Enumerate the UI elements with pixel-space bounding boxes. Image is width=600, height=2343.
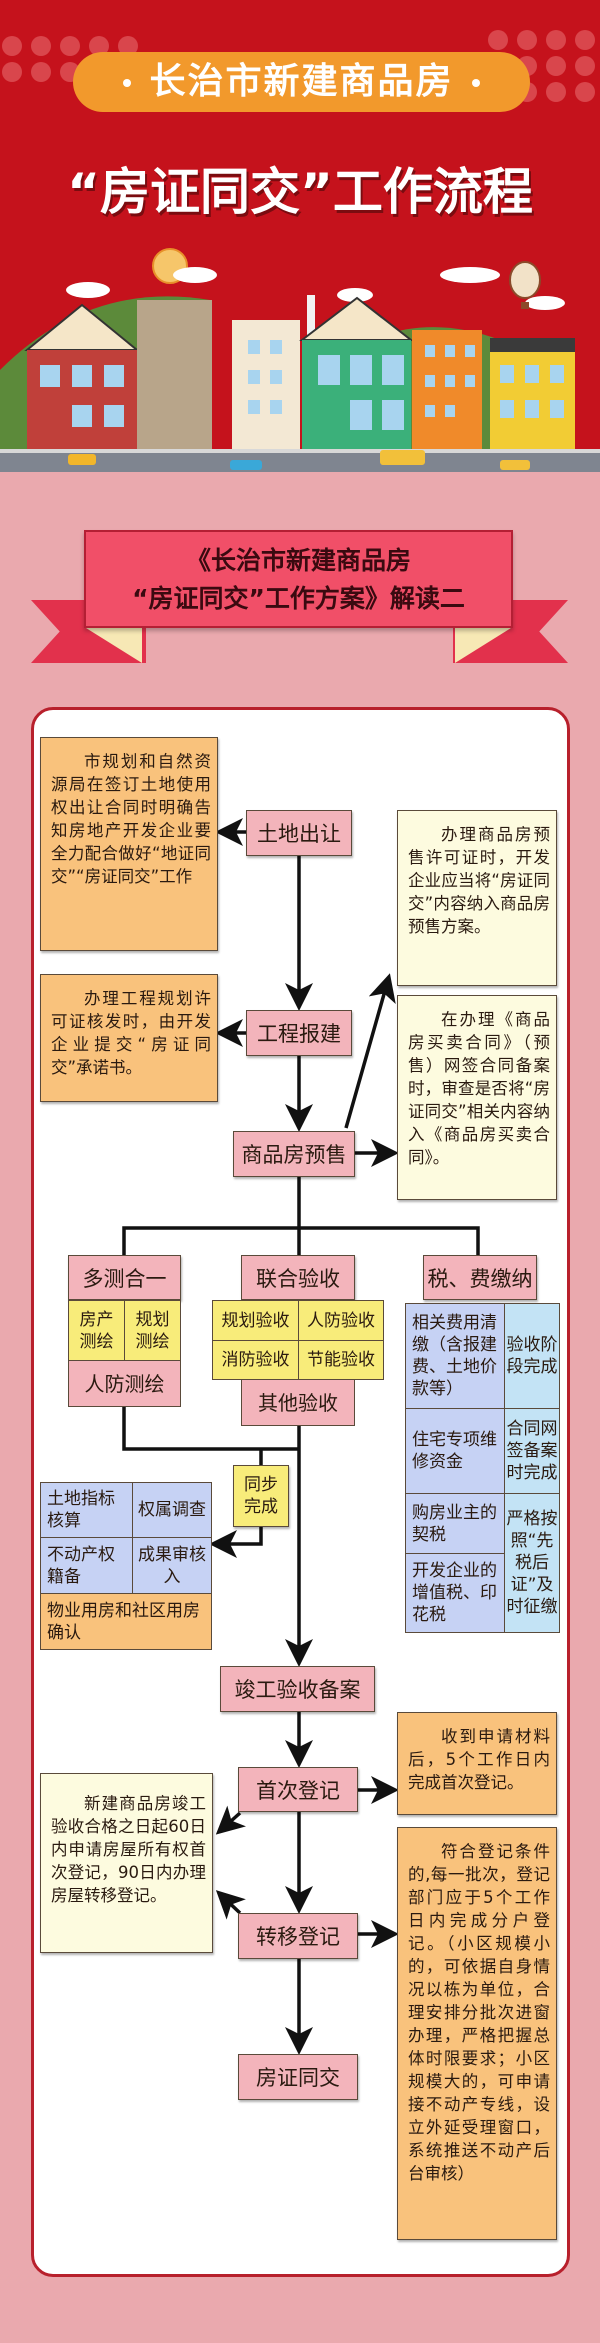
step-completion-filing: 竣工验收备案 — [220, 1666, 375, 1712]
cell-other-acceptance: 其他验收 — [241, 1379, 355, 1426]
line-branch — [122, 1226, 480, 1255]
step-transfer-registration: 转移登记 — [238, 1913, 358, 1959]
tax-item: 相关费用清缴（含报建费、土地价款等） — [405, 1303, 505, 1409]
note-first-registration: 收到申请材料后，5个工作日内完成首次登记。 — [397, 1712, 557, 1815]
note-presale-permit: 办理商品房预售许可证时，开发企业应当将“房证同交”内容纳入商品房预售方案。 — [397, 810, 557, 986]
decorative-dots — [488, 30, 600, 102]
arrow-transfer-to-deadline — [215, 1890, 246, 1920]
note-deadline: 新建商品房竣工验收合格之日起60日内申请房屋所有权首次登记，90日内办理房屋转移… — [40, 1773, 213, 1953]
banner-title: 《长治市新建商品房 “房证同交”工作方案》解读二 — [84, 530, 513, 628]
tax-timing: 合同网签备案时完成 — [504, 1408, 560, 1494]
section-banner: 《长治市新建商品房 “房证同交”工作方案》解读二 — [0, 520, 600, 680]
step-land-transfer: 土地出让 — [246, 810, 352, 856]
cloud-icon — [66, 267, 565, 310]
step-first-registration: 首次登记 — [238, 1767, 358, 1812]
cell-property-survey: 房产测绘 — [68, 1300, 125, 1361]
sync-item: 不动产权籍备 — [40, 1537, 133, 1594]
cell-fire-acceptance: 消防验收 — [212, 1340, 299, 1380]
cell-energy-acceptance: 节能验收 — [298, 1340, 384, 1380]
tax-timing: 严格按照“先税后证”及时征缴 — [504, 1493, 560, 1633]
note-land-transfer: 市规划和自然资源局在签订土地使用权出让合同时明确告知房地产开发企业要全力配合做好… — [40, 737, 218, 951]
arrow-first-to-deadline — [215, 1805, 246, 1835]
banner-line-1: 《长治市新建商品房 — [185, 546, 411, 575]
sync-item: 土地指标核算 — [40, 1482, 133, 1538]
subtitle-pill: 长治市新建商品房 — [73, 52, 530, 112]
cell-planning-survey: 规划测绘 — [124, 1300, 181, 1361]
sync-complete-badge: 同步完成 — [233, 1465, 289, 1527]
step-tax-fee: 税、费缴纳 — [423, 1255, 537, 1300]
tax-item: 购房业主的契税 — [405, 1493, 505, 1554]
step-joint-acceptance: 联合验收 — [241, 1255, 355, 1300]
subtitle-text: 长治市新建商品房 — [149, 61, 454, 102]
tax-item: 开发企业的增值税、印花税 — [405, 1553, 505, 1633]
step-presale: 商品房预售 — [233, 1131, 355, 1177]
tax-timing: 验收阶段完成 — [504, 1303, 560, 1409]
cell-civil-defense-acceptance: 人防验收 — [298, 1300, 384, 1341]
balloon-icon — [509, 261, 541, 309]
note-construction: 办理工程规划许可证核发时，由开发企业提交“房证同交”承诺书。 — [40, 974, 218, 1102]
sync-property-rooms: 物业用房和社区用房确认 — [40, 1593, 212, 1650]
car-icon — [68, 450, 530, 470]
step-final-handover: 房证同交 — [238, 2054, 358, 2100]
sync-item: 权属调查 — [132, 1482, 212, 1538]
arrow-sync-to-grid — [209, 1527, 263, 1558]
step-multi-survey: 多测合一 — [68, 1255, 181, 1300]
cell-planning-acceptance: 规划验收 — [212, 1300, 299, 1341]
page-title: “房证同交”工作流程 — [67, 163, 533, 221]
arrow-presale-to-permit-note — [344, 973, 396, 1129]
note-transfer-registration: 符合登记条件的,每一批次，登记部门应于5个工作日内完成分户登记。（小区规模小的，… — [397, 1827, 557, 2240]
tax-item: 住宅专项维修资金 — [405, 1408, 505, 1494]
sync-item: 成果审核入 — [132, 1537, 212, 1594]
city-illustration — [0, 248, 600, 472]
line-merge — [122, 1407, 299, 1451]
step-construction-filing: 工程报建 — [246, 1010, 352, 1056]
header-banner: 长治市新建商品房 “房证同交”工作流程 — [0, 0, 600, 472]
cell-civil-defense-survey: 人防测绘 — [68, 1360, 181, 1407]
note-presale-contract: 在办理《商品房买卖合同》（预售）网签合同备案时，审查是否将“房证同交”相关内容纳… — [397, 995, 557, 1200]
banner-line-2: “房证同交”工作方案》解读二 — [132, 584, 465, 613]
